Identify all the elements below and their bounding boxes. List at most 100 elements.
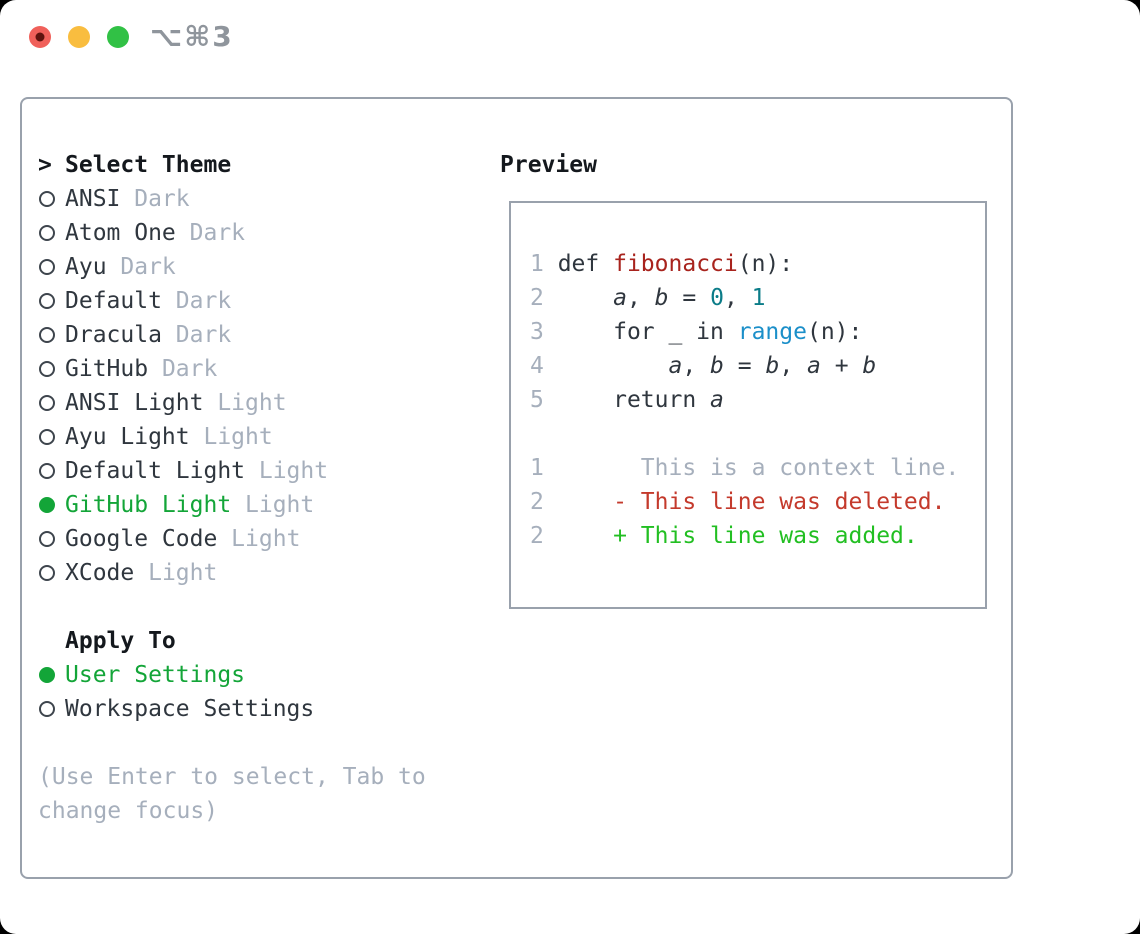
theme-option-ansi[interactable]: ANSI Dark xyxy=(38,182,478,216)
theme-option-label: GitHub Light xyxy=(65,492,232,518)
spacer xyxy=(38,590,478,624)
theme-variant-label: Light xyxy=(231,492,315,518)
apply-option-label: User Settings xyxy=(65,662,246,688)
radio-selected-icon xyxy=(38,667,65,683)
code-segment xyxy=(544,523,613,549)
theme-variant-label: Dark xyxy=(120,186,190,212)
radio-selected-icon xyxy=(38,497,65,513)
code-segment: 1 xyxy=(751,285,766,311)
theme-option-label: Ayu Light xyxy=(65,424,190,450)
radio-icon xyxy=(38,531,65,547)
radio-icon xyxy=(38,463,65,479)
code-segment: (n): xyxy=(806,319,863,345)
theme-option-ayu-light[interactable]: Ayu Light Light xyxy=(38,420,478,454)
code-segment xyxy=(544,285,613,311)
radio-icon xyxy=(38,293,65,309)
code-line: 2 - This line was deleted. xyxy=(530,485,985,519)
theme-option-dracula[interactable]: Dracula Dark xyxy=(38,318,478,352)
code-segment: for _ in xyxy=(543,319,738,345)
apply-option-label: Workspace Settings xyxy=(65,696,315,722)
select-theme-header: > Select Theme xyxy=(38,148,478,182)
line-number: 4 xyxy=(530,353,544,379)
spacer xyxy=(38,726,478,760)
radio-circle xyxy=(39,293,55,309)
theme-variant-label: Light xyxy=(217,526,301,552)
code-line: 3 for _ in range(n): xyxy=(530,315,985,349)
radio-circle xyxy=(39,701,55,717)
code-segment: , xyxy=(779,353,808,379)
code-segment: , xyxy=(682,353,711,379)
code-segment: 0 xyxy=(710,285,724,311)
radio-icon xyxy=(38,259,65,275)
code-line: 5 return a xyxy=(530,383,985,417)
theme-option-label: Default Light xyxy=(65,458,246,484)
radio-circle xyxy=(39,497,55,513)
code-line: 1 def fibonacci(n): xyxy=(530,247,985,281)
code-segment: + This line was added. xyxy=(613,523,918,549)
prompt-chevron-icon: > xyxy=(38,152,52,178)
code-segment: b xyxy=(710,353,724,379)
theme-option-ayu[interactable]: Ayu Dark xyxy=(38,250,478,284)
code-line: 2 + This line was added. xyxy=(530,519,985,553)
code-segment: , xyxy=(723,285,752,311)
radio-icon xyxy=(38,395,65,411)
code-segment: b xyxy=(862,353,877,379)
apply-option-user-settings[interactable]: User Settings xyxy=(38,658,478,692)
line-number xyxy=(530,421,544,447)
code-segment: a xyxy=(710,387,724,413)
minimize-button[interactable] xyxy=(68,26,90,48)
window-title: ⌥⌘3 xyxy=(150,20,234,53)
theme-option-google-code[interactable]: Google Code Light xyxy=(38,522,478,556)
code-segment: b xyxy=(765,353,780,379)
line-number: 3 xyxy=(530,319,544,345)
code-segment xyxy=(544,353,669,379)
preview-title: Preview xyxy=(500,152,597,178)
code-segment: This is a context line. xyxy=(543,455,960,481)
keyboard-hint: (Use Enter to select, Tab to change focu… xyxy=(38,764,426,824)
line-number: 2 xyxy=(530,489,544,515)
theme-option-atom-one[interactable]: Atom One Dark xyxy=(38,216,478,250)
radio-circle xyxy=(39,429,55,445)
close-button[interactable] xyxy=(29,26,51,48)
zoom-button[interactable] xyxy=(107,26,129,48)
radio-circle xyxy=(39,395,55,411)
theme-option-label: Ayu xyxy=(65,254,107,280)
apply-option-workspace-settings[interactable]: Workspace Settings xyxy=(38,692,478,726)
theme-option-label: Default xyxy=(65,288,162,314)
code-line xyxy=(530,417,985,451)
radio-circle xyxy=(39,225,55,241)
code-segment: (n): xyxy=(737,251,794,277)
theme-option-default-light[interactable]: Default Light Light xyxy=(38,454,478,488)
code-line: 1 This is a context line. xyxy=(530,451,985,485)
theme-variant-label: Dark xyxy=(175,220,246,246)
code-line: 4 a, b = b, a + b xyxy=(530,349,985,383)
theme-option-label: Atom One xyxy=(65,220,176,246)
preview-code-box: 1 def fibonacci(n): 2 a, b = 0, 1 3 for _ … xyxy=(509,201,987,609)
titlebar: ⌥⌘3 xyxy=(0,0,1140,75)
radio-circle xyxy=(39,191,55,207)
code-segment xyxy=(544,489,613,515)
line-number: 2 xyxy=(530,285,544,311)
right-column: Preview 1 def fibonacci(n): 2 a, b = 0, 1… xyxy=(500,148,987,609)
code-segment: , xyxy=(626,285,655,311)
theme-option-github[interactable]: GitHub Dark xyxy=(38,352,478,386)
radio-icon xyxy=(38,429,65,445)
theme-option-label: GitHub xyxy=(65,356,149,382)
radio-circle xyxy=(39,259,55,275)
select-theme-title: Select Theme xyxy=(65,152,232,178)
radio-circle xyxy=(39,565,55,581)
theme-option-xcode[interactable]: XCode Light xyxy=(38,556,478,590)
theme-variant-label: Light xyxy=(189,424,273,450)
theme-option-default[interactable]: Default Dark xyxy=(38,284,478,318)
radio-circle xyxy=(39,327,55,343)
theme-option-label: ANSI Light xyxy=(65,390,204,416)
code-segment: return xyxy=(543,387,711,413)
radio-icon xyxy=(38,225,65,241)
theme-option-ansi-light[interactable]: ANSI Light Light xyxy=(38,386,478,420)
apply-to-title: Apply To xyxy=(65,628,176,654)
code-segment: = xyxy=(668,285,711,311)
theme-option-github-light[interactable]: GitHub Light Light xyxy=(38,488,478,522)
